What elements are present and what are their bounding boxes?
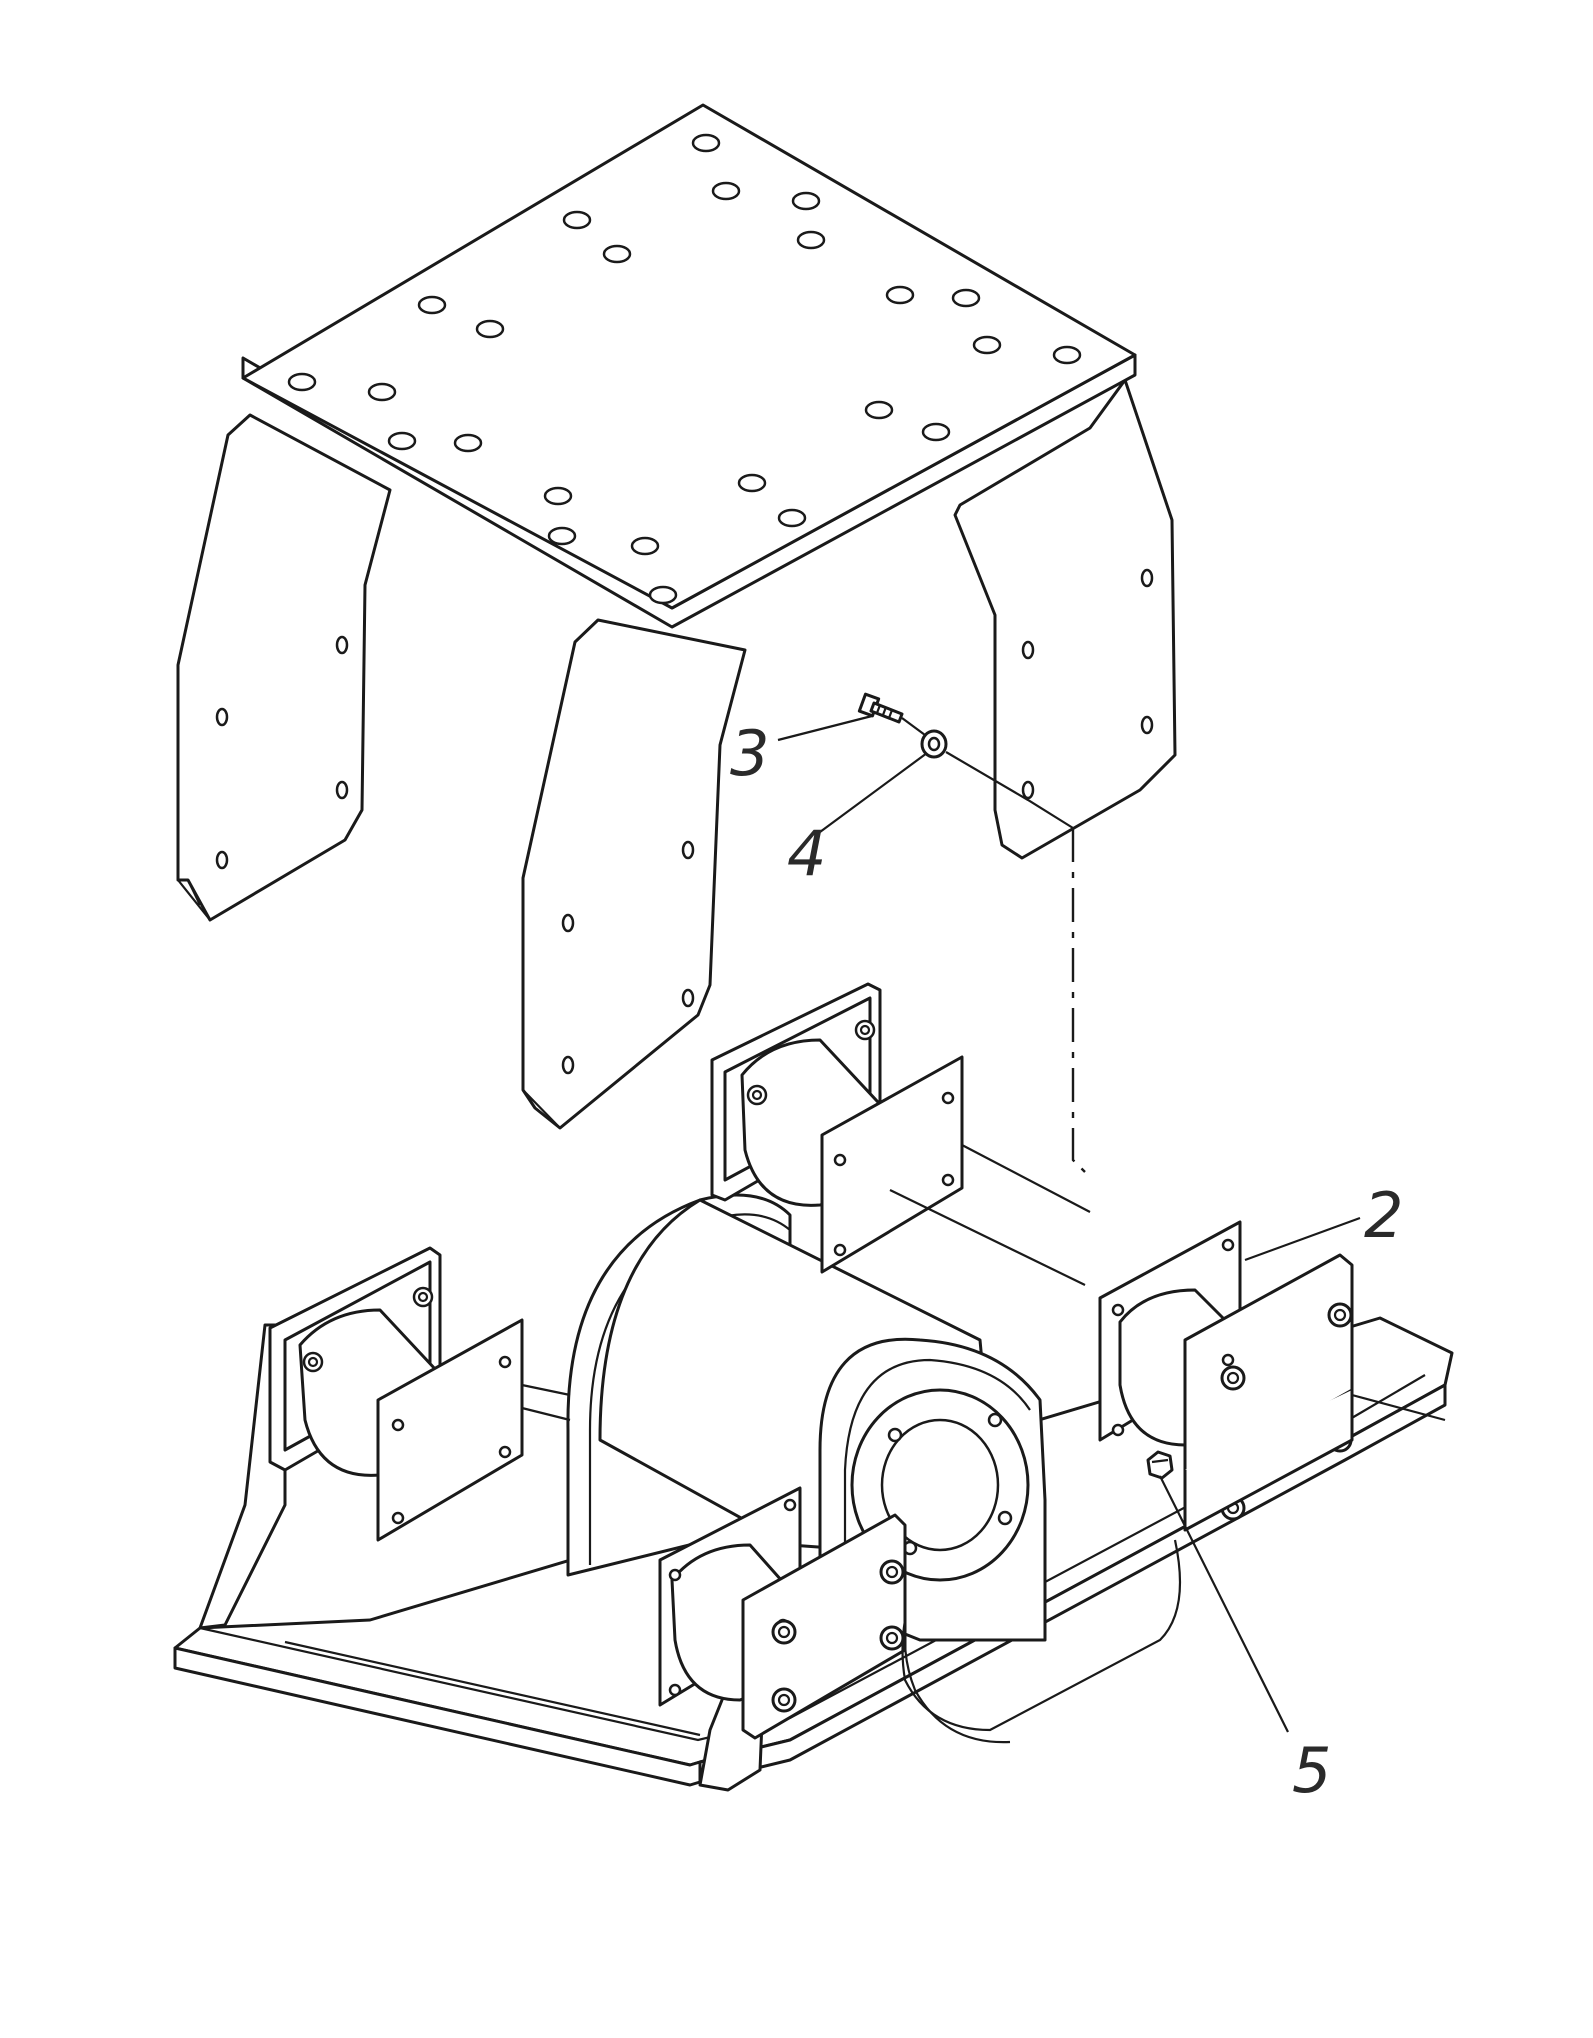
front-leg-holes: [561, 840, 695, 1075]
rear-right-leg-holes: [1021, 568, 1154, 800]
rear-left-leg-holes: [215, 635, 349, 870]
bolt-part-3: [857, 692, 904, 724]
assembly-axis-line: [901, 717, 1074, 829]
rear-left-leg: [176, 413, 392, 922]
top-plate-holes: [287, 133, 1082, 605]
nut-part-5: [1146, 1450, 1174, 1480]
shock-mount-rear-left: [268, 1246, 571, 1542]
top-plate: [241, 103, 1137, 610]
shock-mount-rear-center: [710, 982, 1091, 1286]
leader-4: [819, 752, 928, 833]
callout-4: 4: [787, 817, 826, 890]
callout-2: 2: [1364, 1179, 1403, 1252]
shock-mount-front-right: [1098, 1220, 1446, 1532]
leader-5: [1159, 1475, 1289, 1733]
front-leg: [521, 618, 747, 1130]
rear-right-leg: [953, 378, 1177, 860]
callout-3: 3: [730, 717, 769, 790]
callout-5: 5: [1292, 1734, 1331, 1807]
shock-mount-front-center: [658, 1486, 1182, 1744]
alignment-line: [1071, 828, 1086, 1173]
leader-2: [1244, 1216, 1361, 1262]
upper-frame: [176, 103, 1177, 1130]
washer-part-4: [920, 729, 948, 759]
leader-3: [777, 714, 873, 742]
drum-bore: [880, 1418, 1000, 1552]
